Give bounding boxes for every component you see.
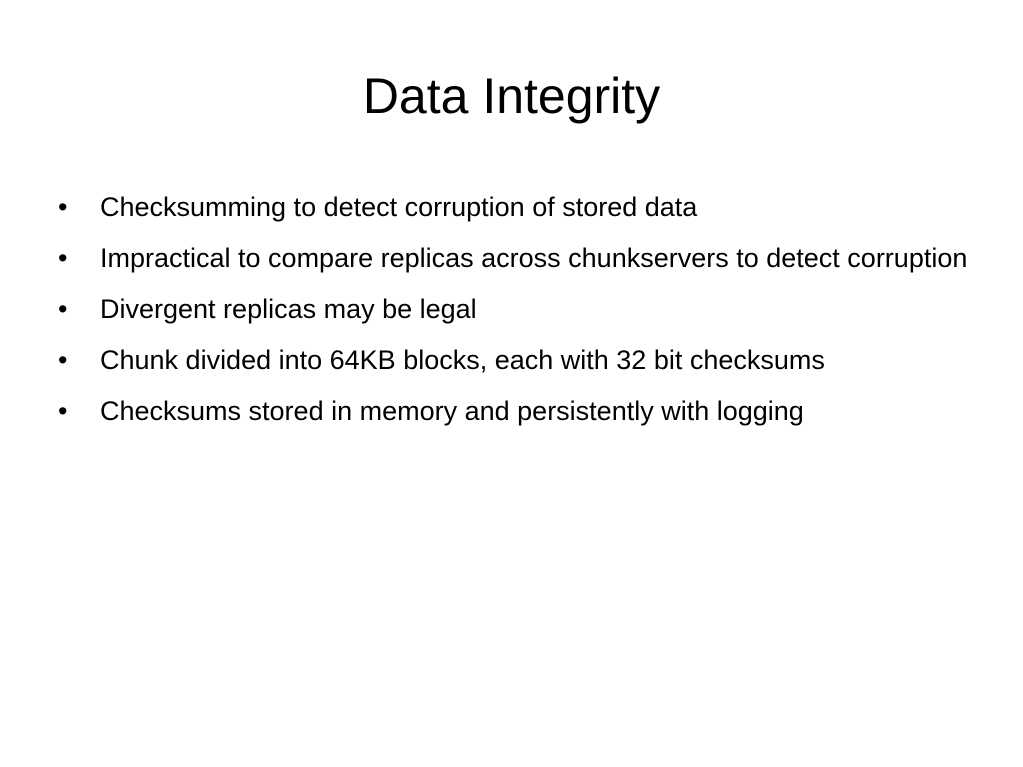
bullet-item: • Checksums stored in memory and persist… <box>58 390 978 433</box>
bullet-icon: • <box>58 192 68 222</box>
bullet-list: • Checksumming to detect corruption of s… <box>58 186 978 441</box>
bullet-item: • Chunk divided into 64KB blocks, each w… <box>58 339 978 382</box>
bullet-text: Checksums stored in memory and persisten… <box>100 396 804 426</box>
bullet-text: Chunk divided into 64KB blocks, each wit… <box>100 345 825 375</box>
bullet-icon: • <box>58 396 68 426</box>
bullet-icon: • <box>58 294 68 324</box>
bullet-text: Divergent replicas may be legal <box>100 294 477 324</box>
bullet-item: • Divergent replicas may be legal <box>58 288 978 331</box>
bullet-text: Checksumming to detect corruption of sto… <box>100 192 698 222</box>
bullet-item: • Checksumming to detect corruption of s… <box>58 186 978 229</box>
slide-title: Data Integrity <box>362 68 661 124</box>
bullet-item: • Impractical to compare replicas across… <box>58 237 978 280</box>
bullet-text: Impractical to compare replicas across c… <box>100 243 968 273</box>
bullet-icon: • <box>58 243 68 273</box>
bullet-icon: • <box>58 345 68 375</box>
